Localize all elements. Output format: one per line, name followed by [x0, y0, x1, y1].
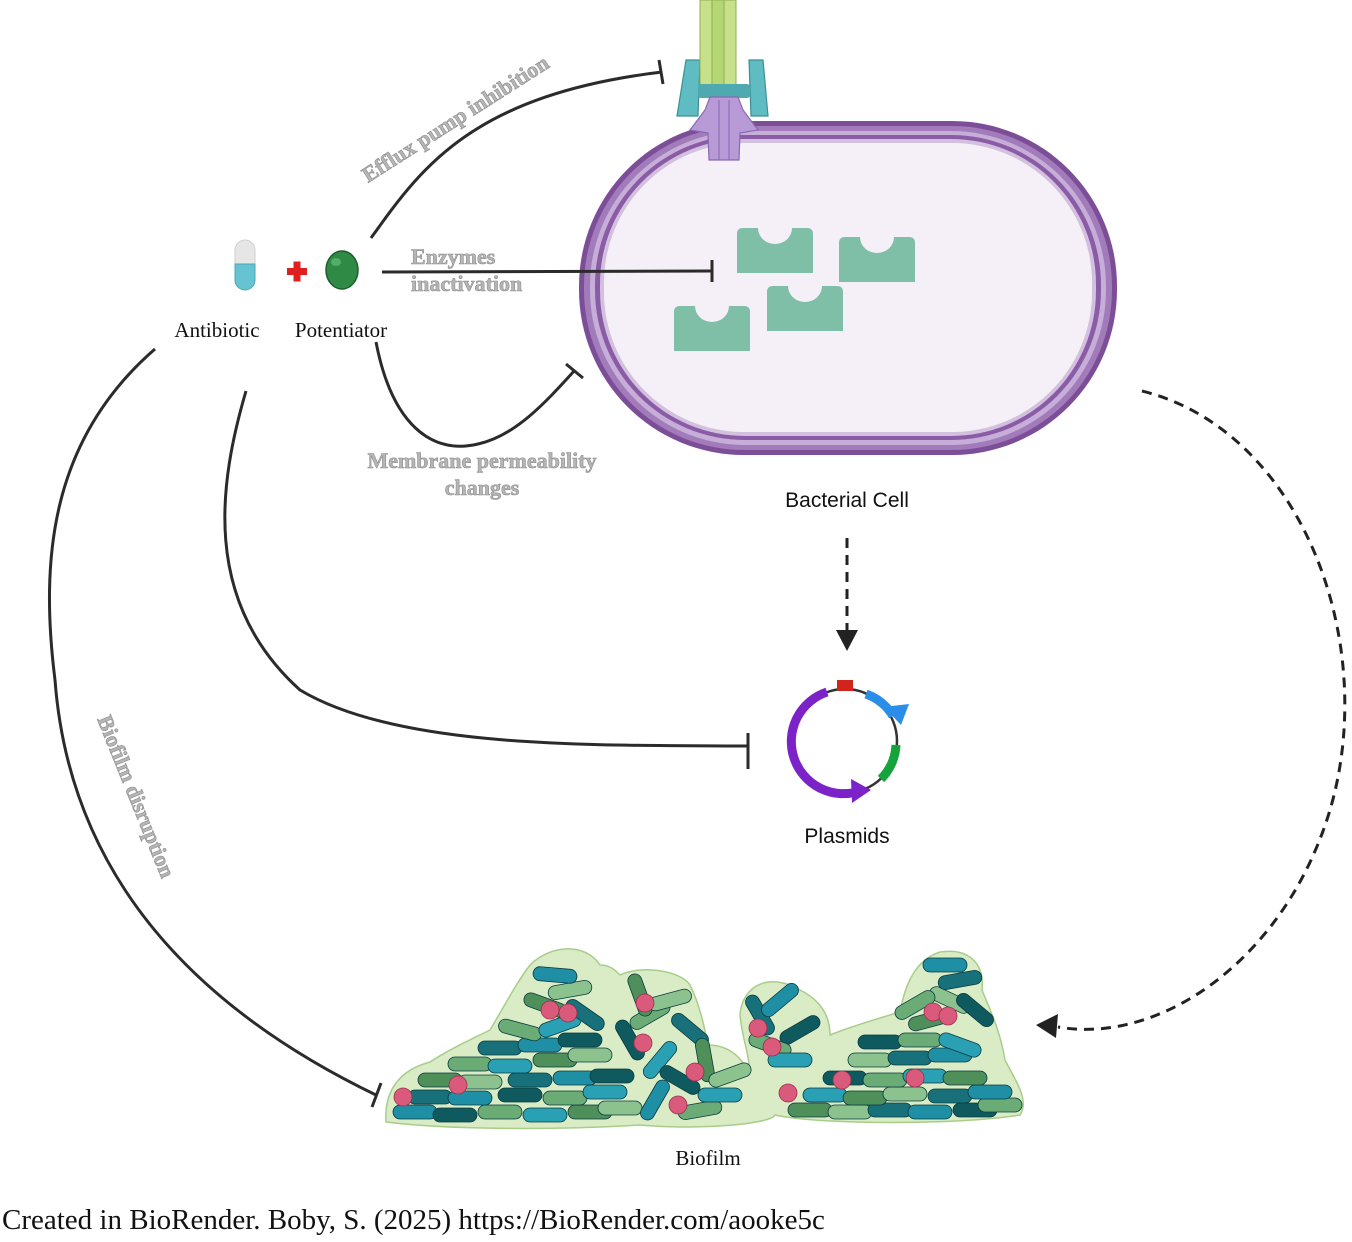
bacterium-rod — [767, 1052, 813, 1068]
efflux-pump-icon — [676, 0, 769, 161]
bacterium-rod — [942, 1070, 988, 1086]
arrowhead-left-icon — [1036, 1014, 1058, 1038]
bacterium-rod — [894, 990, 936, 1020]
bacterium-coccus — [778, 1083, 798, 1103]
bacterium-rod — [956, 992, 994, 1028]
bacterium-coccus — [635, 993, 655, 1013]
membrane-inhibition-arrow — [374, 341, 577, 448]
bacterium-coccus — [938, 1006, 958, 1026]
bacterium-rod — [477, 1104, 523, 1120]
bacterium-rod — [497, 1087, 543, 1103]
bacterium-coccus — [748, 1018, 768, 1038]
membrane-label-line2: changes — [445, 475, 520, 500]
bacterial-cell — [579, 121, 1117, 455]
enzymes-label-line2: inactivation — [411, 271, 522, 296]
bacterium-rod — [779, 1015, 821, 1045]
bacterium-rod — [487, 1058, 533, 1074]
bacterium-rod — [392, 1104, 438, 1120]
bacterium-rod — [582, 1084, 628, 1100]
antibiotic-label: Antibiotic — [174, 318, 259, 342]
efflux-label: Efflux pump inhibition — [357, 50, 553, 187]
bacterium-rod — [447, 1056, 493, 1072]
bacterium-rod — [882, 1086, 928, 1102]
bacterium-rod — [937, 969, 983, 991]
enzyme-icon — [674, 306, 750, 351]
bacterium-rod — [517, 1037, 563, 1053]
bacterium-rod — [567, 1047, 613, 1063]
bacterium-rod — [522, 1107, 568, 1123]
bacterium-rod — [597, 1100, 643, 1116]
bacterium-coccus — [558, 1003, 578, 1023]
enzyme-icon — [767, 286, 843, 331]
antibiotic-icon — [234, 239, 256, 291]
bacterium-rod — [787, 1102, 833, 1118]
bacterium-rod — [407, 1089, 453, 1105]
bacterium-rod — [507, 1072, 553, 1088]
inhibition-arrows — [48, 59, 750, 1108]
biofilm-label: Biofilm — [675, 1146, 740, 1170]
plasmid-inhibition-arrow — [223, 390, 749, 748]
bacterium-rod — [640, 1079, 670, 1121]
bacterium-coccus — [905, 1068, 925, 1088]
plasmids-label: Plasmids — [804, 825, 889, 848]
enzyme-icon — [737, 228, 813, 273]
enzymes-label-line1: Enzymes — [411, 244, 496, 269]
bacterium-coccus — [832, 1070, 852, 1090]
efflux-inhibition-arrow — [369, 70, 663, 239]
bacterium-rod — [977, 1097, 1023, 1113]
bacterium-rod — [532, 966, 578, 984]
biofilm-inhibition-arrow — [48, 347, 377, 1097]
bacterium-rod — [862, 1072, 908, 1088]
bacterium-rod — [938, 1032, 982, 1058]
bacterium-rod — [447, 1090, 493, 1106]
bacterium-rod — [542, 1090, 588, 1106]
bacterium-coccus — [668, 1095, 688, 1115]
bacterium-coccus — [685, 1062, 705, 1082]
bacterium-rod — [557, 1032, 603, 1048]
enzyme-inhibition-arrow — [381, 269, 713, 274]
arrowhead-down-icon — [836, 630, 858, 651]
dashed-arrows — [845, 389, 1347, 1031]
bacterium-rod — [927, 1088, 973, 1104]
bacterium-rod — [432, 1107, 478, 1123]
potentiator-icon — [325, 250, 359, 290]
bacterium-rod — [642, 1041, 678, 1079]
bacterium-rod — [857, 1034, 903, 1050]
bacterium-coccus — [540, 1000, 560, 1020]
plasmid-icon — [786, 680, 909, 803]
bacterium-rod — [967, 1084, 1013, 1100]
credit-line: Created in BioRender. Boby, S. (2025) ht… — [2, 1204, 825, 1236]
plus-icon — [287, 261, 307, 282]
bacterium-coccus — [448, 1075, 468, 1095]
bacterium-rod — [827, 1104, 873, 1120]
bacterium-coccus — [762, 1037, 782, 1057]
bacterium-coccus — [633, 1033, 653, 1053]
bacterium-rod — [802, 1087, 848, 1103]
bacterium-coccus — [393, 1087, 413, 1107]
bacterium-rod — [922, 957, 968, 973]
bacterium-rod — [887, 1050, 933, 1066]
bacterium-rod — [847, 1052, 893, 1068]
enzyme-icons — [674, 228, 915, 351]
bacterium-rod — [842, 1090, 888, 1106]
bacterium-rod — [697, 1087, 743, 1103]
bacterium-rod — [708, 1062, 752, 1088]
bacterium-rod — [897, 1032, 943, 1048]
bacterium-rod — [477, 1040, 523, 1056]
cell-to-biofilm-arrow — [1057, 389, 1347, 1031]
potentiator-label: Potentiator — [295, 318, 387, 342]
bacterium-rod — [907, 1104, 953, 1120]
enzyme-icon — [839, 237, 915, 282]
biofilm-icon — [385, 948, 1025, 1130]
bacterial-cell-label: Bacterial Cell — [785, 489, 909, 512]
bacterium-rod — [761, 982, 799, 1018]
bacterium-rod — [589, 1068, 635, 1084]
biofilm-cells — [392, 957, 1023, 1123]
membrane-label-line1: Membrane permeability — [367, 448, 596, 473]
